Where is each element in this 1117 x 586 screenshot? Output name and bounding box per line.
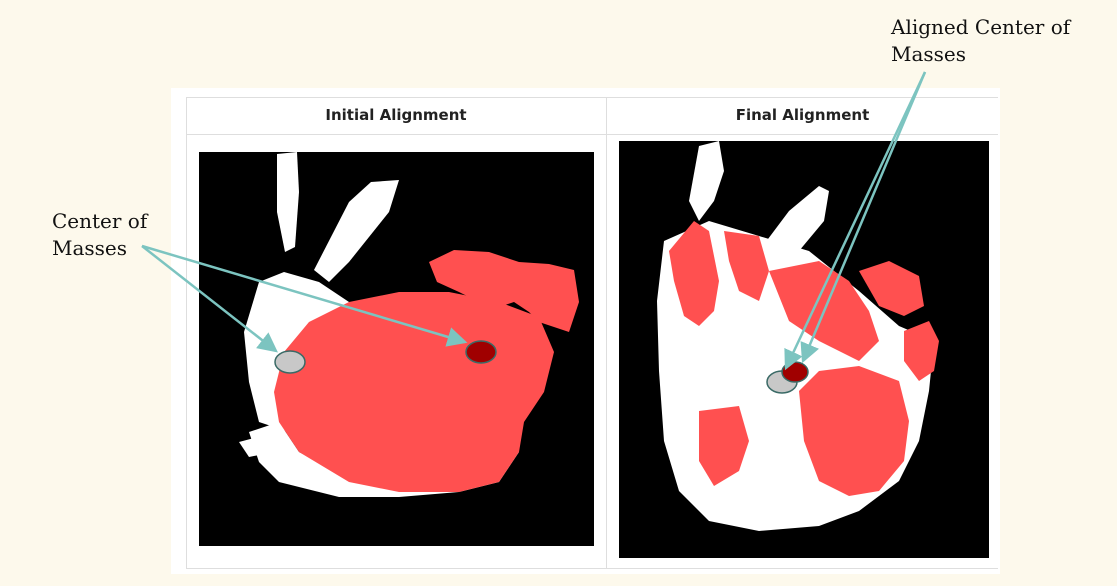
target-centroid-initial-marker — [465, 340, 497, 364]
column-divider — [606, 97, 607, 569]
aligned-center-line1: Aligned Center of — [891, 15, 1071, 39]
arrow-to-target-centroid — [141, 244, 468, 347]
comparison-table — [186, 97, 998, 569]
arrows — [141, 71, 927, 371]
aligned-center-of-masses-label: Aligned Center of Masses — [891, 14, 1111, 68]
center-of-masses-line1: Center of — [52, 209, 148, 233]
arrow-to-aligned-target-centroid — [800, 71, 927, 364]
initial-alignment-header: Initial Alignment — [325, 106, 467, 124]
center-of-masses-line2: Masses — [52, 236, 128, 260]
target-centroid-final-marker — [781, 361, 809, 383]
header-divider — [186, 134, 998, 135]
center-of-masses-label: Center of Masses — [52, 208, 182, 262]
source-centroid-initial-marker — [274, 350, 306, 374]
final-alignment-header: Final Alignment — [735, 106, 870, 124]
arrow-to-source-centroid — [141, 245, 278, 353]
arrow-to-aligned-source-centroid — [784, 71, 927, 371]
aligned-center-line2: Masses — [891, 42, 967, 66]
